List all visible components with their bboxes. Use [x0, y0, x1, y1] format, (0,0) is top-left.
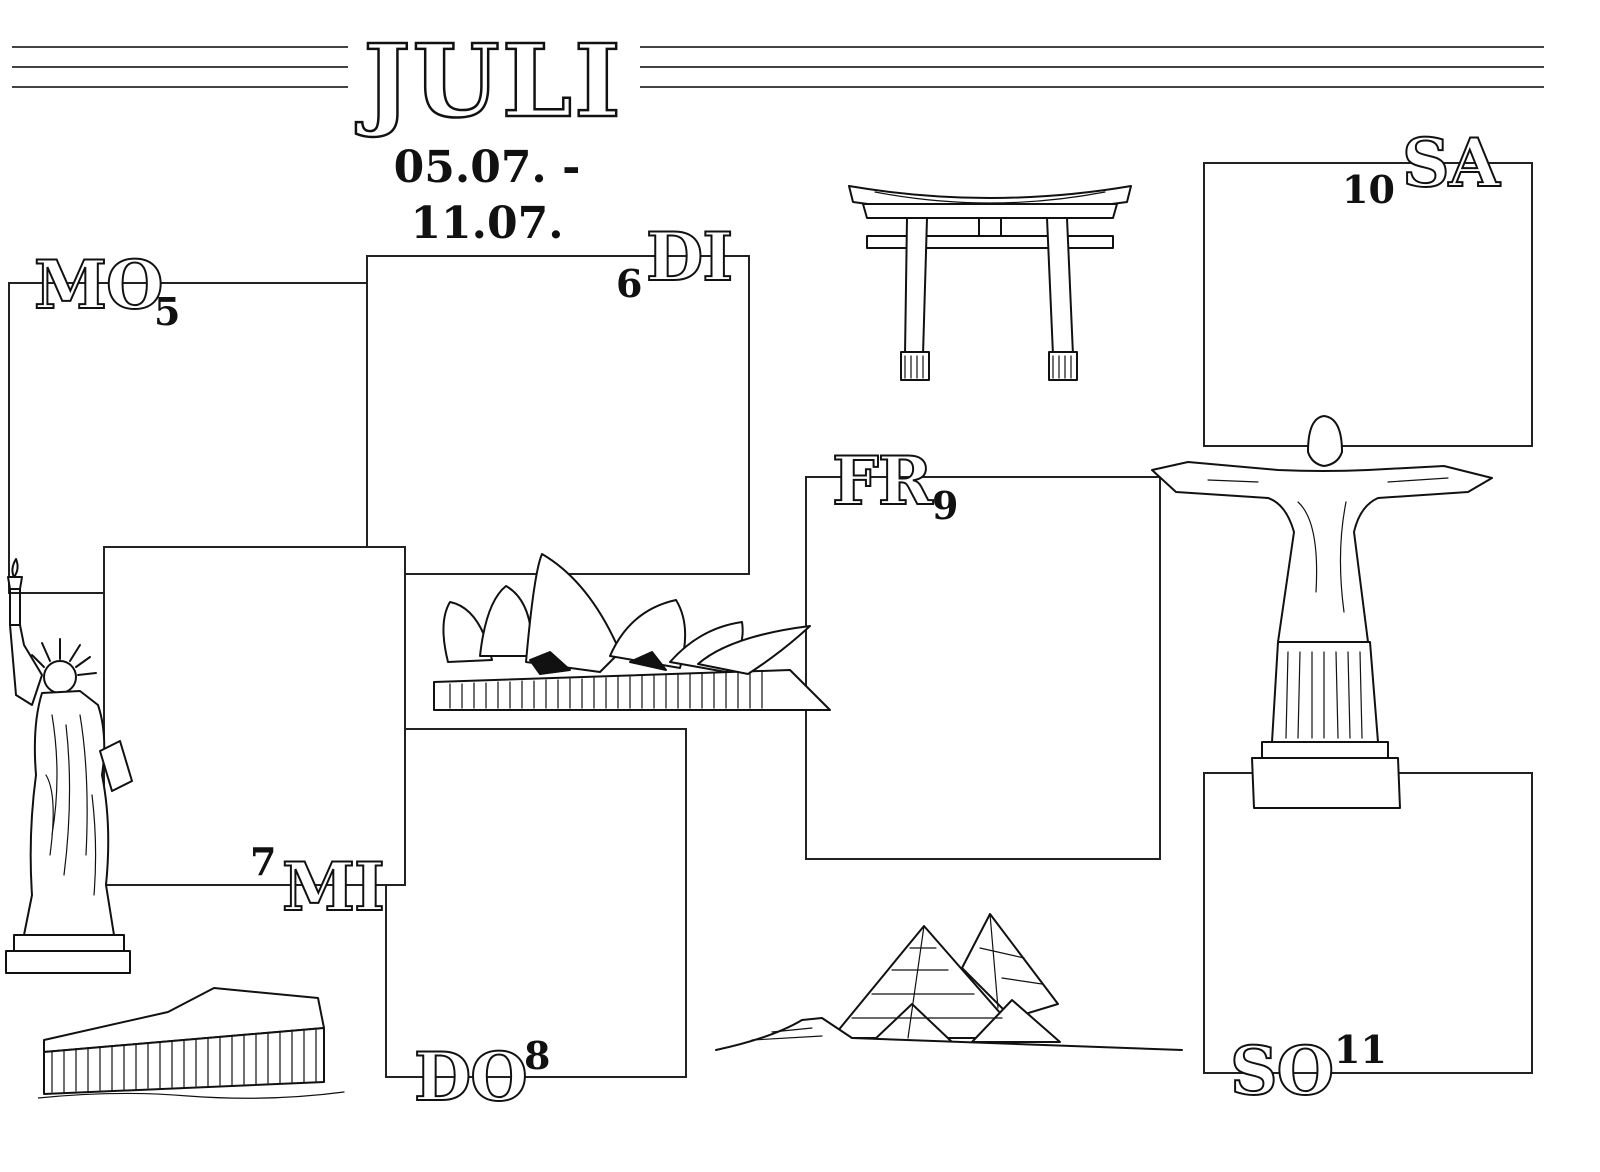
header-rule-left-2 [12, 66, 348, 68]
day-number-wednesday: 7 [250, 839, 277, 884]
header-rule-right-2 [640, 66, 1544, 68]
christ-the-redeemer-icon [1148, 412, 1496, 812]
day-label-tuesday: DI [645, 218, 734, 296]
day-box-thursday[interactable] [385, 728, 687, 1078]
header-rule-left-1 [12, 46, 348, 48]
day-number-monday: 5 [154, 289, 181, 334]
day-box-friday[interactable] [805, 476, 1161, 860]
day-number-sunday: 11 [1334, 1027, 1387, 1072]
day-label-sunday: SO [1229, 1032, 1335, 1110]
parthenon-icon [38, 982, 346, 1104]
header-rule-left-3 [12, 86, 348, 88]
day-label-thursday: DO [413, 1038, 529, 1116]
week-date-range: 05.07. - 11.07. [393, 142, 581, 249]
day-label-friday: FR [831, 442, 934, 520]
sydney-opera-house-icon [430, 552, 835, 717]
day-box-monday[interactable] [8, 282, 386, 594]
day-label-saturday: SA [1401, 124, 1501, 202]
month-title: JULI [362, 22, 623, 140]
day-box-wednesday[interactable] [103, 546, 406, 886]
day-number-friday: 9 [932, 483, 959, 528]
day-box-saturday[interactable] [1203, 162, 1533, 447]
day-number-tuesday: 6 [616, 261, 643, 306]
pyramids-icon [712, 908, 1190, 1063]
day-label-monday: MO [33, 246, 165, 324]
torii-gate-icon [845, 180, 1135, 385]
day-number-saturday: 10 [1342, 167, 1395, 212]
day-box-sunday[interactable] [1203, 772, 1533, 1074]
day-number-thursday: 8 [524, 1033, 551, 1078]
day-box-tuesday[interactable] [366, 255, 750, 575]
day-label-wednesday: MI [281, 848, 386, 926]
header-rule-right-1 [640, 46, 1544, 48]
statue-of-liberty-icon [2, 555, 144, 980]
header-rule-right-3 [640, 86, 1544, 88]
